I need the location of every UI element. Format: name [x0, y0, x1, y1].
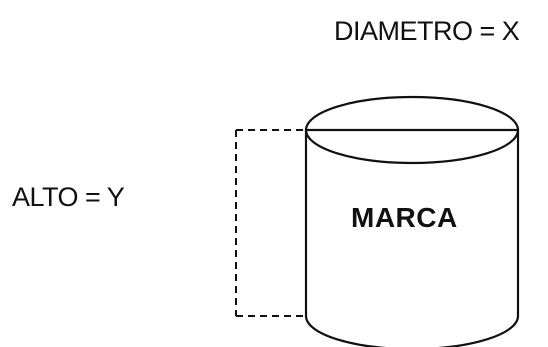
height-label: ALTO = Y [12, 182, 125, 212]
height-dimension-bracket [235, 129, 306, 317]
diameter-label: DIAMETRO = X [334, 16, 520, 46]
brand-label: MARCA [351, 202, 458, 233]
cylinder-bottom-arc [304, 315, 520, 347]
